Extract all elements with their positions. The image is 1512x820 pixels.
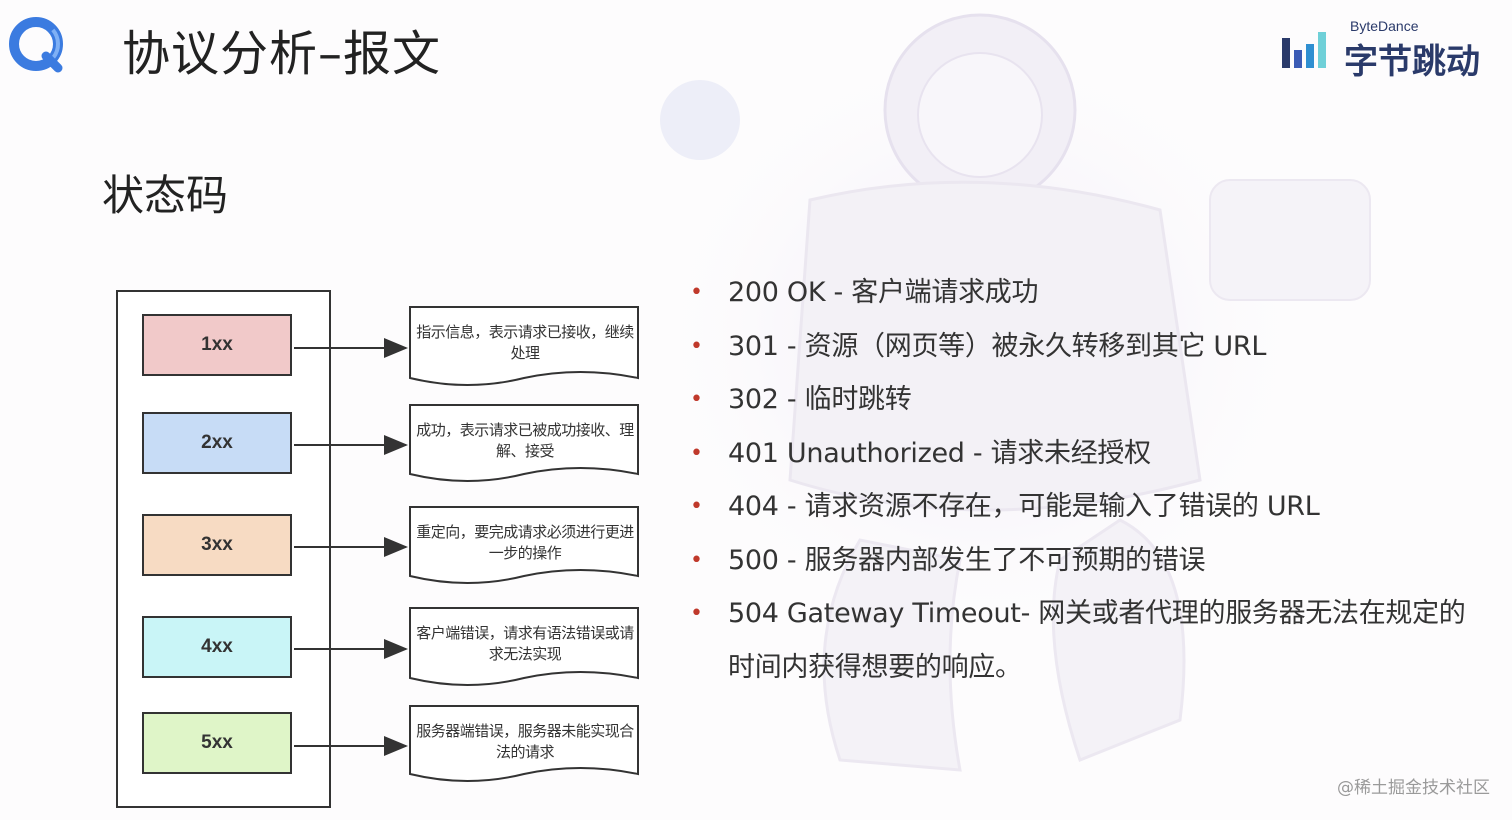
code-box-5xx: 5xx [142,712,292,774]
description-2xx: 成功，表示请求已被成功接收、理解、接受 [416,421,634,460]
description-3xx: 重定向，要完成请求必须进行更进一步的操作 [416,523,634,562]
list-item: • 504 Gateway Timeout- 网关或者代理的服务器无法在规定的时间… [690,587,1480,694]
bytedance-logo: ByteDance 字节跳动 [1280,16,1500,82]
app-logo-icon [9,17,63,73]
description-5xx: 服务器端错误，服务器未能实现合法的请求 [416,722,634,761]
watermark: @稀土掘金技术社区 [1337,778,1490,798]
code-box-3xx: 3xx [142,514,292,576]
status-code-list: • 200 OK - 客户端请求成功 • 301 - 资源（网页等）被永久转移到其它… [690,266,1480,694]
brand-name-cn: 字节跳动 [1344,42,1480,82]
list-item: • 200 OK - 客户端请求成功 [690,266,1480,320]
list-item-text: 200 OK - 客户端请求成功 [728,277,1039,308]
page-title: 协议分析–报文 [122,26,442,82]
list-item-text: 301 - 资源（网页等）被永久转移到其它 URL [728,330,1267,362]
list-item: • 500 - 服务器内部发生了不可预期的错误 [690,534,1480,588]
list-item-text: 404 - 请求资源不存在，可能是输入了错误的 URL [728,491,1320,522]
bullet-icon: • [690,280,703,305]
list-item: • 302 - 临时跳转 [690,373,1480,427]
list-item-text: 302 - 临时跳转 [728,384,912,415]
code-box-4xx: 4xx [142,616,292,678]
bullet-icon: • [690,440,703,466]
code-box-1xx: 1xx [142,314,292,376]
list-item-text: 401 Unauthorized - 请求未经授权 [728,437,1151,469]
bytedance-bars-icon [1282,32,1326,68]
brand-name-en: ByteDance [1350,18,1419,34]
bullet-icon: • [690,494,703,519]
list-item: • 301 - 资源（网页等）被永久转移到其它 URL [690,320,1480,374]
bullet-icon: • [690,547,703,573]
code-box-2xx: 2xx [142,412,292,474]
bullet-icon: • [690,333,703,359]
list-item-text: 500 - 服务器内部发生了不可预期的错误 [728,544,1206,576]
list-item-text: 504 Gateway Timeout- 网关或者代理的服务器无法在规定的时间内… [728,598,1466,683]
bullet-icon: • [690,601,703,626]
section-heading: 状态码 [102,171,229,220]
description-1xx: 指示信息，表示请求已接收，继续处理 [416,323,634,362]
description-4xx: 客户端错误，请求有语法错误或请求无法实现 [416,624,634,663]
bullet-icon: • [690,387,703,412]
list-item: • 404 - 请求资源不存在，可能是输入了错误的 URL [690,480,1480,534]
list-item: • 401 Unauthorized - 请求未经授权 [690,427,1480,481]
